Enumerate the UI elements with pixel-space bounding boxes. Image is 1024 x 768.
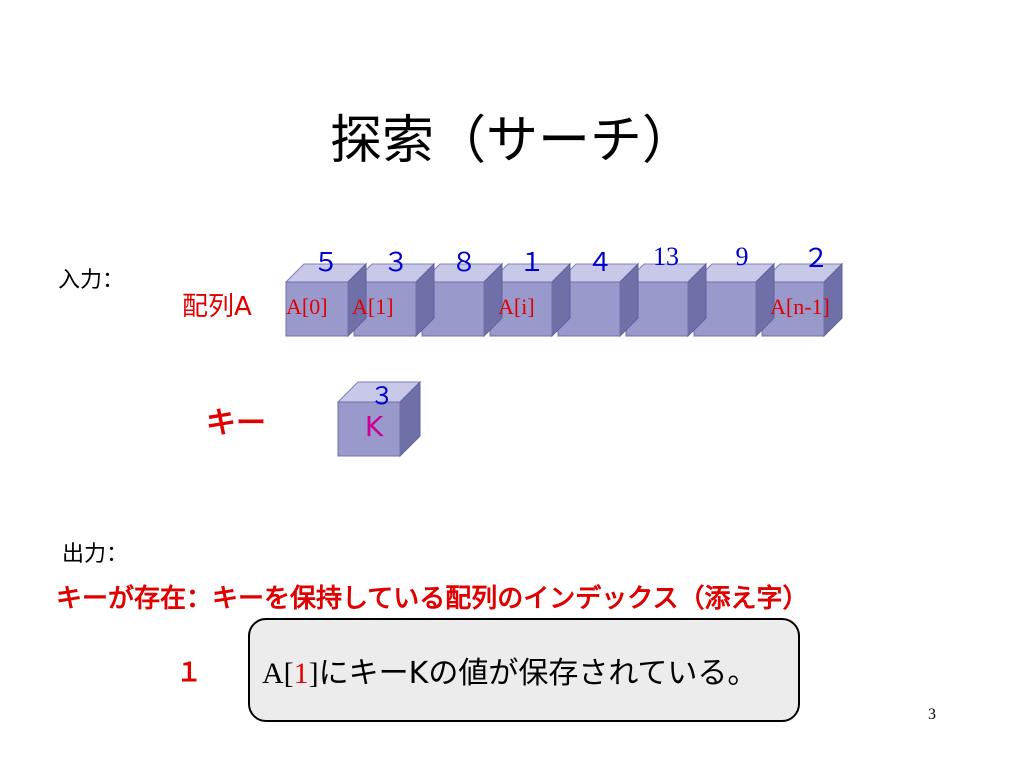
index-label-0: A[0] [286,294,328,319]
output-description: キーが存在：キーを保持している配列のインデックス（添え字） [56,584,809,614]
index-label-1: A[1] [352,294,394,319]
key-label: キー [206,406,266,441]
array-value-1: ３ [382,248,409,278]
callout-rest: にキーKの値が保存されている。 [318,656,758,691]
array-value-6: 9 [735,242,749,271]
callout-text: A[1]にキーKの値が保存されている。 [262,648,757,692]
key-letter: K [364,410,384,443]
key-cube-box [336,380,422,458]
array-value-2: ８ [450,248,477,278]
answer-callout [248,618,800,722]
array-value-3: １ [518,248,545,278]
array-cube-0 [284,262,368,338]
output-label: 出力： [62,542,129,567]
page-number: 3 [928,706,936,723]
slide-title: 探索（サーチ） [329,111,694,171]
key-value: ３ [370,382,394,410]
key-cube [336,380,422,458]
callout-index: 1 [293,657,309,690]
index-label-i: A[i] [498,294,535,319]
input-label: 入力： [58,268,125,293]
callout-bracket: ] [308,657,319,690]
array-cube-4 [556,262,640,338]
array-cubes [284,262,844,338]
callout-prefix: A[ [262,657,294,690]
answer-value: １ [176,658,203,688]
array-value-5: 13 [653,242,679,271]
array-value-7: ２ [802,244,829,274]
array-label: 配列A [182,292,252,322]
array-value-0: ５ [312,248,339,278]
array-value-4: ４ [586,248,613,278]
index-label-n-1: A[n-1] [770,294,830,319]
array-cube-5 [624,262,708,338]
